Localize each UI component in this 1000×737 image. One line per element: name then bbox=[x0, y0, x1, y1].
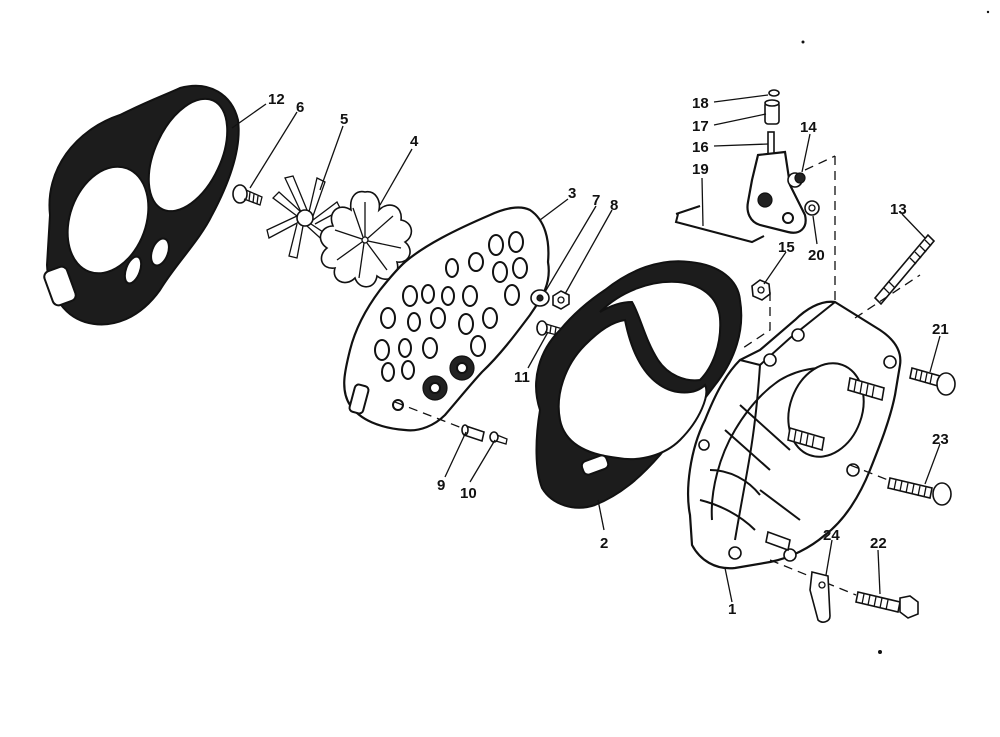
part-24-clip bbox=[809, 571, 831, 623]
part-10-screw bbox=[489, 431, 508, 445]
part-7-washer bbox=[530, 289, 550, 307]
callout-5: 5 bbox=[340, 111, 348, 128]
callout-23: 23 bbox=[932, 431, 949, 448]
callout-20: 20 bbox=[808, 247, 825, 264]
callout-8: 8 bbox=[610, 197, 618, 214]
callout-1: 1 bbox=[728, 601, 736, 618]
leader-lines bbox=[231, 94, 941, 603]
part-3-valve-plate bbox=[343, 206, 550, 432]
print-speck bbox=[801, 40, 805, 44]
part-1-housing bbox=[687, 300, 902, 570]
callout-6: 6 bbox=[296, 99, 304, 116]
callout-17: 17 bbox=[692, 118, 709, 135]
part-21-bolt bbox=[909, 366, 956, 396]
callout-14: 14 bbox=[800, 119, 817, 136]
part-3-ports bbox=[348, 231, 528, 415]
callout-4: 4 bbox=[410, 133, 419, 150]
callout-22: 22 bbox=[870, 535, 887, 552]
callout-12: 12 bbox=[268, 91, 285, 108]
part-8-nut bbox=[552, 290, 570, 310]
part-19-link-rod bbox=[674, 205, 765, 244]
part-1-studs bbox=[765, 376, 885, 552]
part-4-impeller-plate bbox=[319, 190, 413, 288]
part-23-bolt bbox=[887, 477, 952, 506]
part-17-bushing bbox=[764, 99, 780, 125]
callout-21: 21 bbox=[932, 321, 949, 338]
callout-24: 24 bbox=[823, 527, 840, 544]
callout-16: 16 bbox=[692, 139, 709, 156]
part-20-nut bbox=[804, 200, 820, 216]
callout-13: 13 bbox=[890, 201, 907, 218]
callout-15: 15 bbox=[778, 239, 795, 256]
callout-labels: 12 6 5 4 3 7 8 11 9 10 2 1 18 17 16 19 1… bbox=[268, 91, 949, 618]
part-12-gasket bbox=[43, 84, 240, 326]
part-15-nut bbox=[751, 279, 771, 301]
callout-2: 2 bbox=[600, 535, 608, 552]
part-6-screw bbox=[232, 184, 263, 206]
part-13-stud bbox=[873, 233, 936, 306]
callout-11: 11 bbox=[514, 369, 530, 386]
callout-10: 10 bbox=[460, 485, 477, 502]
part-18-retaining-ring bbox=[768, 89, 780, 97]
print-speck bbox=[878, 650, 882, 654]
print-speck bbox=[986, 10, 990, 14]
part-14-bracket bbox=[746, 150, 807, 234]
callout-7: 7 bbox=[592, 192, 600, 209]
part-2-gasket bbox=[535, 260, 743, 509]
callout-19: 19 bbox=[692, 161, 709, 178]
callout-3: 3 bbox=[568, 185, 576, 202]
part-22-bolt bbox=[855, 591, 919, 619]
callout-18: 18 bbox=[692, 95, 709, 112]
callout-9: 9 bbox=[437, 477, 445, 494]
